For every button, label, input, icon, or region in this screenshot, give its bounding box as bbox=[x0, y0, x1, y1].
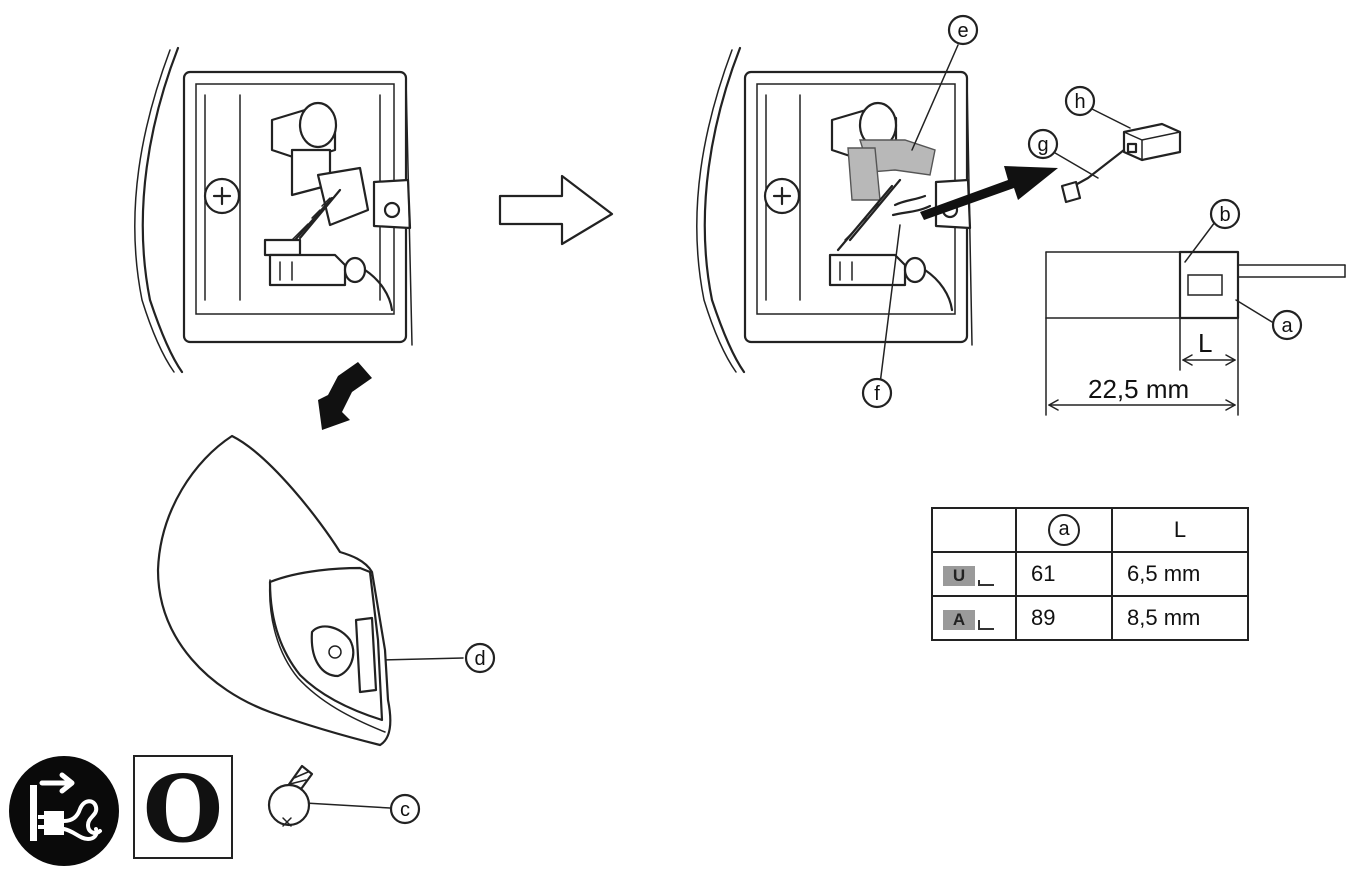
svg-text:h: h bbox=[1074, 91, 1085, 113]
length-value: 6,5 mm bbox=[1111, 551, 1249, 597]
length-value: 8,5 mm bbox=[1111, 595, 1249, 641]
variant-badge-a: A bbox=[943, 610, 994, 630]
length-dimension-diagram: L 22,5 mm bbox=[1045, 221, 1346, 416]
cover-part bbox=[156, 434, 392, 747]
dim-length-label: L bbox=[1198, 328, 1212, 358]
header-mark: a bbox=[1048, 514, 1080, 546]
screw-part bbox=[267, 764, 314, 827]
housing-open-view bbox=[134, 46, 413, 374]
callout-e: e bbox=[947, 14, 979, 46]
svg-text:e: e bbox=[957, 20, 968, 42]
svg-text:d: d bbox=[474, 648, 485, 670]
table-row: A 89 8,5 mm bbox=[931, 595, 1249, 641]
svg-text:f: f bbox=[874, 383, 880, 405]
step-arrow-down bbox=[318, 362, 372, 430]
spec-table: a L U 61 6,5 mm A 89 8,5 mm bbox=[931, 507, 1249, 641]
svg-text:g: g bbox=[1037, 134, 1048, 156]
callout-g: g bbox=[1027, 128, 1059, 160]
step-arrow-right bbox=[498, 174, 614, 246]
pull-arrow bbox=[920, 166, 1058, 220]
svg-text:c: c bbox=[400, 799, 410, 821]
accessory-connector bbox=[1060, 122, 1182, 204]
callout-b: b bbox=[1209, 198, 1241, 230]
variant-badge-u: U bbox=[943, 566, 994, 586]
svg-text:b: b bbox=[1219, 204, 1230, 226]
mark-value: 89 bbox=[1015, 595, 1113, 641]
callout-d: d bbox=[464, 642, 496, 674]
mark-value: 61 bbox=[1015, 551, 1113, 597]
table-row: U 61 6,5 mm bbox=[931, 551, 1249, 597]
step-symbol-o: O bbox=[133, 755, 233, 861]
svg-text:a: a bbox=[1281, 315, 1293, 337]
header-length: L bbox=[1111, 507, 1249, 553]
spec-table-header: a L bbox=[931, 507, 1249, 553]
callout-c: c bbox=[389, 793, 421, 825]
callout-h: h bbox=[1064, 85, 1096, 117]
callout-a: a bbox=[1271, 309, 1303, 341]
dim-total-length: 22,5 mm bbox=[1088, 374, 1189, 404]
unplug-power-icon bbox=[9, 756, 119, 866]
callout-f: f bbox=[861, 377, 893, 409]
